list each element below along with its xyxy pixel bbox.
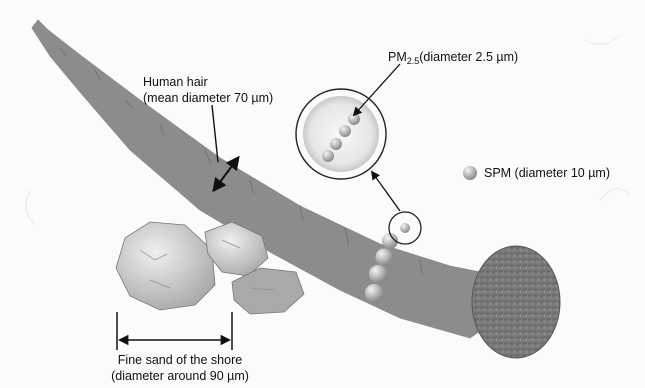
spm-label: SPM (diameter 10 µm) bbox=[484, 165, 610, 181]
pm25-label-prefix: PM bbox=[388, 50, 407, 64]
hair-label: Human hair (mean diameter 70 µm) bbox=[143, 74, 273, 106]
hair-label-line1: Human hair bbox=[143, 74, 273, 90]
pm25-particle bbox=[339, 125, 351, 137]
pm25-label-subscript: 2.5 bbox=[407, 56, 420, 66]
pm25-label: PM2.5(diameter 2.5 µm) bbox=[388, 49, 518, 65]
sand-diameter-dimension bbox=[117, 312, 232, 350]
sand-label-line2: (diameter around 90 µm) bbox=[90, 368, 270, 384]
magnified-view-bubble bbox=[296, 89, 386, 179]
human-hair-strand bbox=[32, 20, 560, 358]
spm-legend-dot bbox=[463, 166, 477, 180]
sand-label-line1: Fine sand of the shore bbox=[90, 352, 270, 368]
pm25-particle bbox=[330, 138, 342, 150]
magnify-arrow bbox=[372, 172, 400, 211]
pm25-particle bbox=[400, 223, 410, 233]
spm-particle bbox=[376, 249, 393, 266]
spm-particle bbox=[369, 265, 387, 283]
pm25-particle bbox=[322, 150, 334, 162]
spm-particle bbox=[365, 284, 383, 302]
hair-label-line2: (mean diameter 70 µm) bbox=[143, 90, 273, 106]
pm25-label-suffix: (diameter 2.5 µm) bbox=[419, 50, 518, 64]
sand-label: Fine sand of the shore (diameter around … bbox=[90, 352, 270, 384]
